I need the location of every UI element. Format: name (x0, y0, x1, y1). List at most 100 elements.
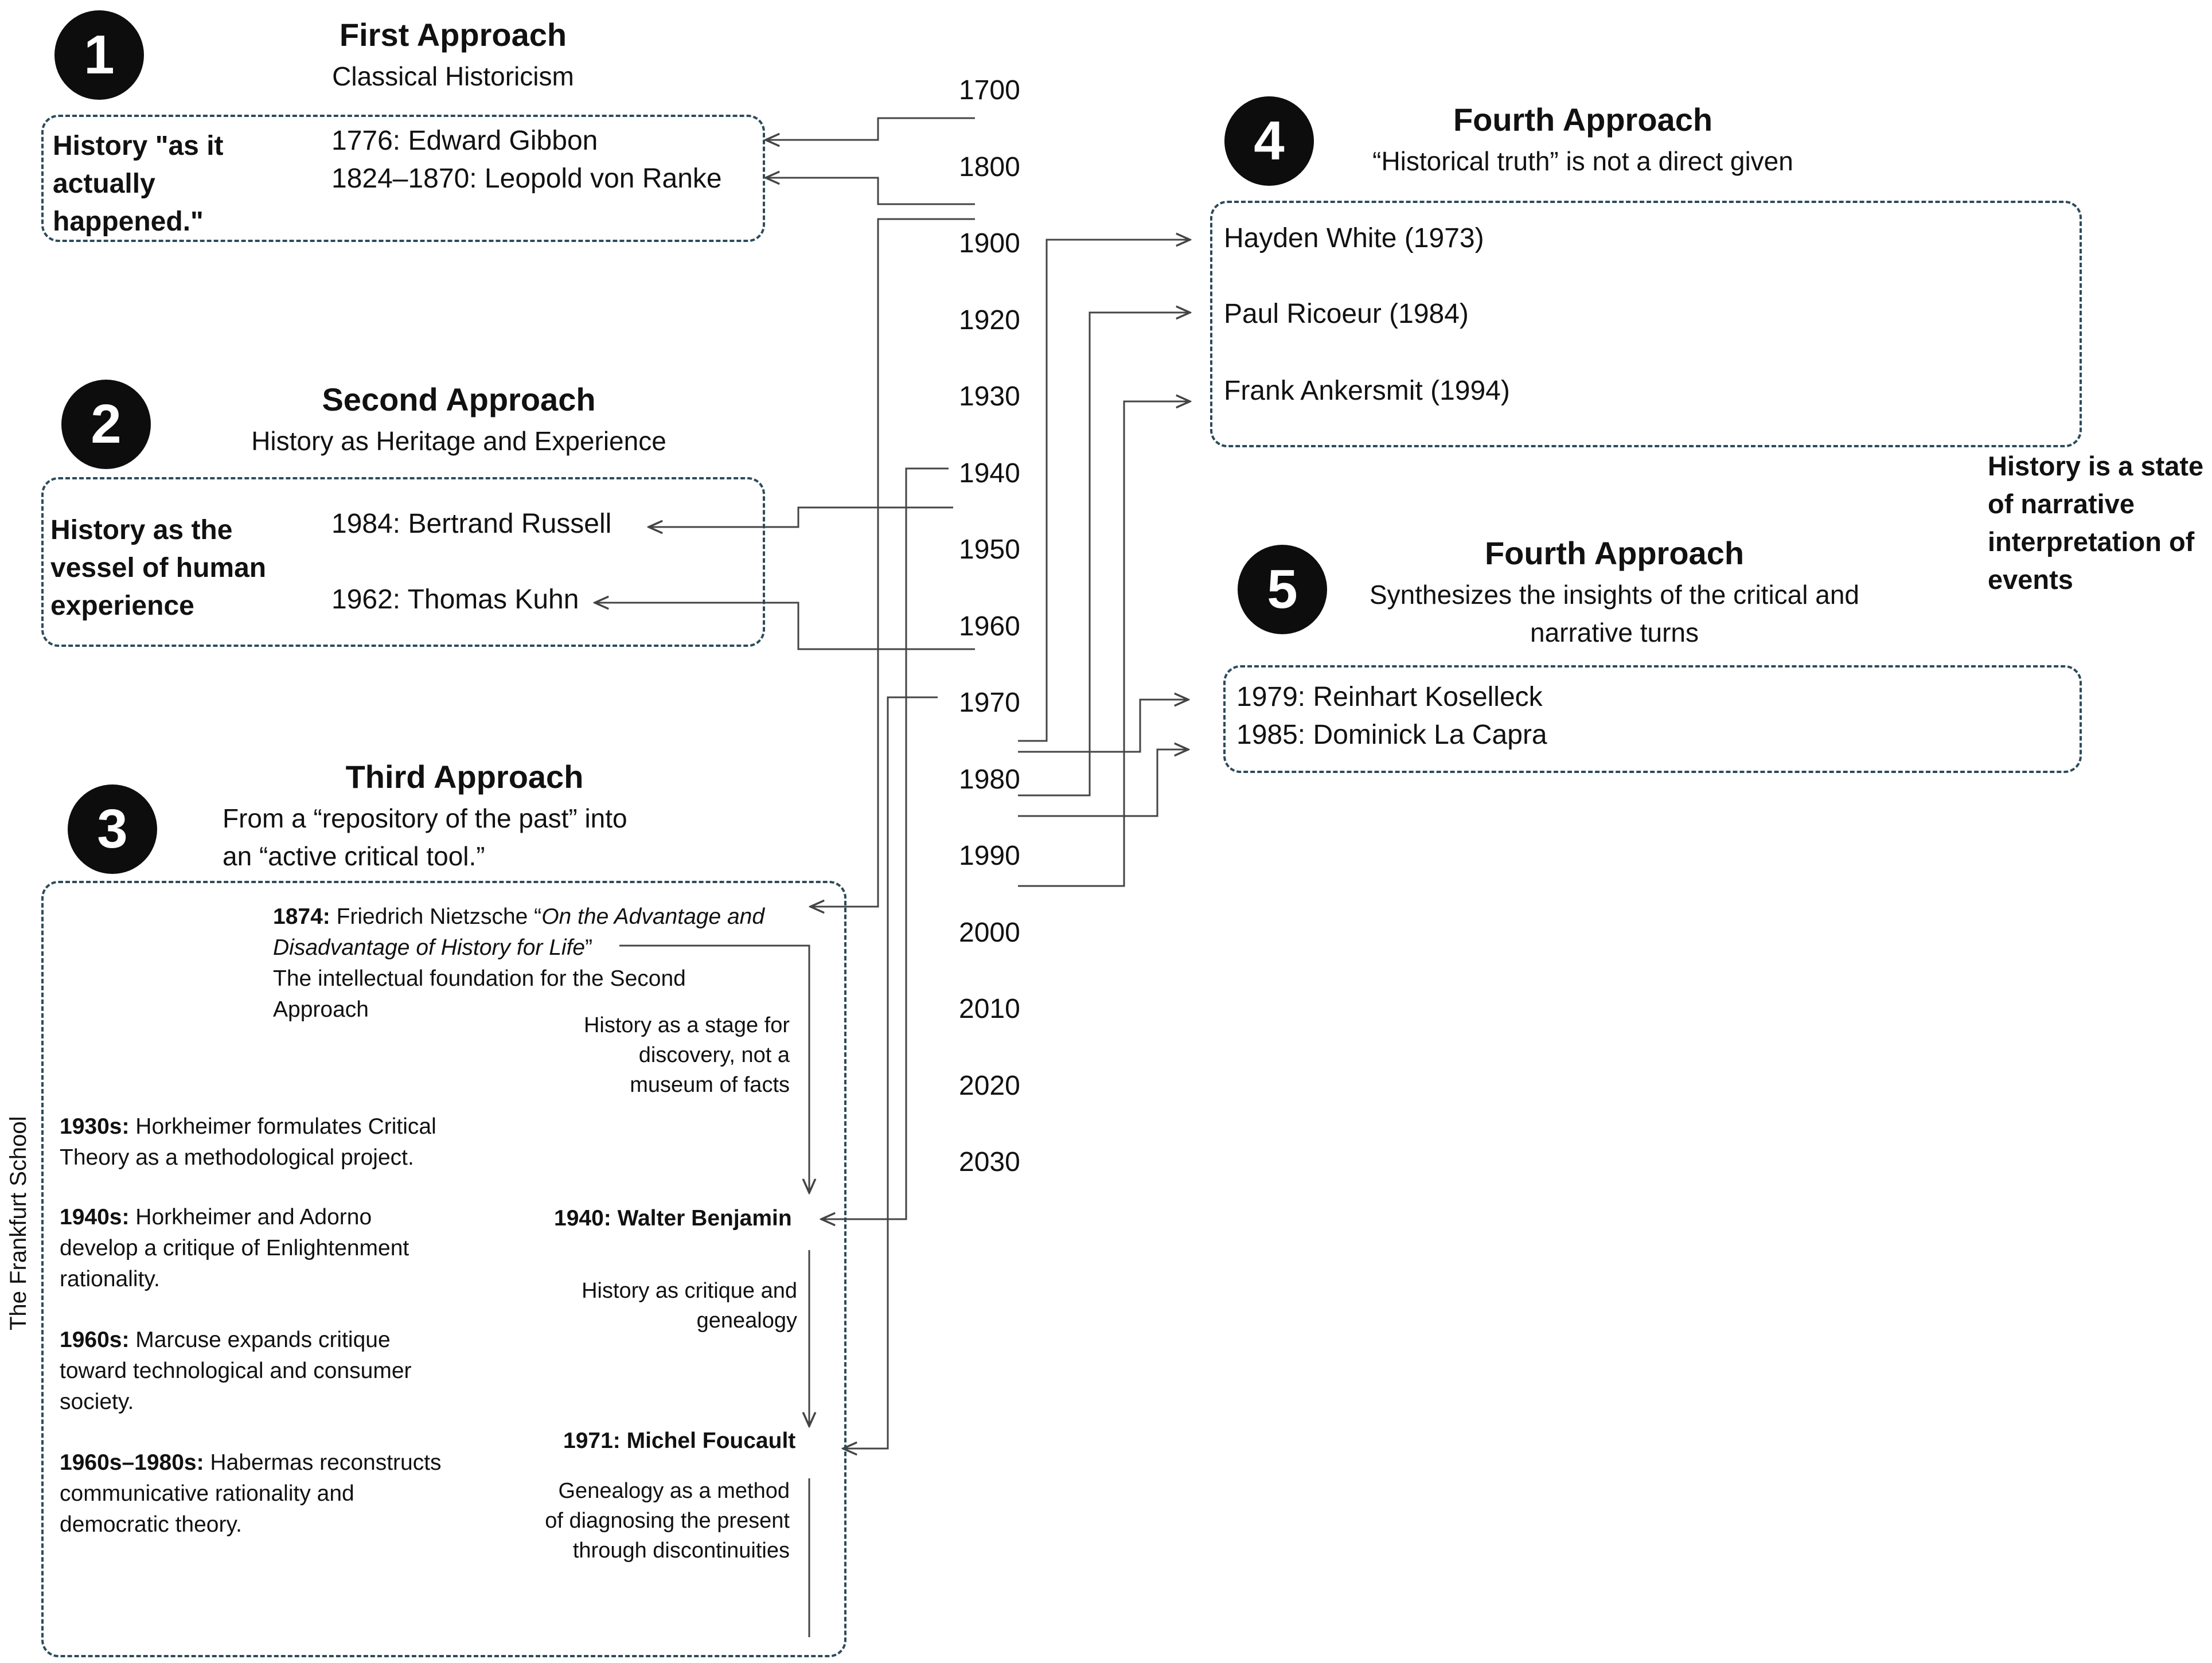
frankfurt-text: develop a critique of Enlightenment (60, 1236, 409, 1260)
nietzsche-work-2: Disadvantage of History for Life (273, 935, 586, 960)
timeline-year: 1940 (959, 458, 1020, 489)
approach1-title: First Approach (339, 17, 567, 53)
approach2-lead: History as the vessel of human experienc… (50, 515, 267, 621)
nietzsche-note-2: Approach (273, 997, 369, 1022)
frankfurt-year: 1930s: (60, 1114, 130, 1139)
frankfurt-year: 1960s: (60, 1328, 130, 1352)
approach5-entry-1: 1979: Reinhart Koselleck (1236, 681, 1543, 713)
approach3-subtitle-2: an “active critical tool.” (223, 841, 485, 871)
frankfurt-text: democratic theory. (60, 1512, 242, 1537)
frankfurt-1960s-1980s: 1960s–1980s: Habermas reconstructs commu… (60, 1447, 507, 1540)
entry-name: Bertrand Russell (400, 509, 612, 539)
side-note-line: events (1988, 564, 2073, 595)
timeline-year: 1930 (959, 381, 1020, 412)
connector-nietzsche-benjamin (619, 944, 809, 1193)
frankfurt-text: Horkheimer formulates Critical (129, 1114, 436, 1139)
approach5-subtitle-2: narrative turns (1530, 618, 1699, 647)
timeline-year: 1920 (959, 305, 1020, 335)
approach1-box (41, 115, 765, 242)
entry-year: 1824–1870: (331, 163, 477, 194)
entry-name: Reinhart Koselleck (1305, 682, 1543, 712)
note-line: History as a stage for (583, 1013, 790, 1037)
connector-kuhn (595, 603, 975, 650)
frankfurt-1960s: 1960s: Marcuse expands critique toward t… (60, 1325, 507, 1418)
frankfurt-text: Theory as a methodological project. (60, 1145, 414, 1170)
approach5-title: Fourth Approach (1484, 535, 1745, 571)
connector-koselleck (1018, 700, 1188, 753)
approach5-entry-2: 1985: Dominick La Capra (1236, 719, 1547, 751)
note-line: through discontinuities (572, 1539, 790, 1563)
entry-name: Edward Gibbon (400, 126, 598, 156)
approach4-entry-2: Paul Ricoeur (1984) (1224, 299, 1469, 329)
nietzsche-note-1: The intellectual foundation for the Seco… (273, 966, 686, 991)
entry-name: Dominick La Capra (1305, 720, 1547, 750)
approach3-subtitle-1: From a “repository of the past” into (223, 803, 627, 833)
timeline-year: 1900 (959, 228, 1020, 259)
timeline-year: 1950 (959, 534, 1020, 565)
approach3-title: Third Approach (345, 759, 584, 795)
approach2-entry-2: 1962: Thomas Kuhn (331, 584, 579, 615)
approach4-box (1210, 201, 2082, 447)
note-line: museum of facts (630, 1073, 790, 1097)
approach4-subtitle: “Historical truth” is not a direct given (1372, 146, 1793, 176)
frankfurt-year: 1940s: (60, 1205, 130, 1229)
nietzsche-work-1: On the Advantage and (541, 904, 765, 929)
timeline-year: 1800 (959, 151, 1020, 182)
frankfurt-school-label: The Frankfurt School (6, 1116, 31, 1331)
side-note-line: interpretation of (1988, 526, 2195, 557)
nietzsche-year: 1874: (273, 904, 330, 929)
approach1-entry-1: 1776: Edward Gibbon (331, 125, 598, 157)
approach2-subtitle: History as Heritage and Experience (251, 426, 666, 456)
nietzsche-close: ” (585, 935, 593, 960)
frankfurt-text: toward technological and consumer (60, 1358, 412, 1383)
entry-year: 1979: (1236, 682, 1306, 712)
frankfurt-text: Horkheimer and Adorno (129, 1205, 372, 1229)
connector-ranke (766, 178, 975, 205)
timeline-year: 1960 (959, 611, 1020, 642)
connector-ricoeur (1018, 313, 1190, 797)
note-line: genealogy (696, 1309, 797, 1333)
approach1-lead: History "as it actually happened." (53, 131, 224, 237)
entry-year: 1984: (331, 509, 401, 539)
benjamin-entry: 1940: Walter Benjamin (554, 1206, 792, 1231)
approach1-subtitle: Classical Historicism (332, 61, 574, 91)
approach4-side-note: History is a state of narrative interpre… (1988, 447, 2203, 599)
connector-lacapra (1018, 749, 1188, 817)
approach5-subtitle-1: Synthesizes the insights of the critical… (1369, 580, 1859, 610)
badge-5: 5 (1238, 545, 1327, 634)
entry-year: 1776: (331, 126, 401, 156)
approach4-entry-3: Frank Ankersmit (1994) (1224, 376, 1510, 406)
badge-4: 4 (1224, 96, 1314, 186)
connector-gibbon (766, 117, 975, 140)
approach5-box (1223, 665, 2082, 773)
badge-1: 1 (54, 10, 144, 100)
timeline-year: 1990 (959, 841, 1020, 871)
frankfurt-text: society. (60, 1389, 134, 1414)
entry-year: 1962: (331, 584, 401, 615)
timeline-year: 2020 (959, 1070, 1020, 1101)
side-note-line: of narrative (1988, 489, 2135, 519)
note-line: discovery, not a (638, 1043, 790, 1067)
connector-benjamin (821, 467, 949, 1219)
frankfurt-text: Marcuse expands critique (129, 1328, 391, 1352)
connector-russell (649, 506, 953, 527)
approach3-box (41, 881, 846, 1657)
entry-year: 1985: (1236, 720, 1306, 750)
badge-3: 3 (68, 784, 157, 874)
badge-2: 2 (61, 380, 151, 469)
frankfurt-year: 1960s–1980s: (60, 1450, 204, 1475)
note-stage-for-discovery: History as a stage for discovery, not a … (584, 1010, 790, 1100)
note-genealogy-method: Genealogy as a method of diagnosing the … (545, 1476, 790, 1566)
approach4-entry-1: Hayden White (1973) (1224, 223, 1484, 253)
approach2-entry-1: 1984: Bertrand Russell (331, 508, 611, 540)
approach2-title: Second Approach (322, 381, 596, 417)
note-line: of diagnosing the present (545, 1509, 790, 1533)
nietzsche-name: Friedrich Nietzsche “ (330, 904, 542, 929)
timeline-year: 2000 (959, 917, 1020, 948)
approach2-box (41, 477, 765, 647)
note-line: Genealogy as a method (558, 1479, 790, 1503)
foucault-entry: 1971: Michel Foucault (563, 1428, 796, 1453)
connector-foucault (843, 696, 938, 1449)
frankfurt-1930s: 1930s: Horkheimer formulates Critical Th… (60, 1111, 507, 1173)
frankfurt-text: Habermas reconstructs (204, 1450, 442, 1475)
